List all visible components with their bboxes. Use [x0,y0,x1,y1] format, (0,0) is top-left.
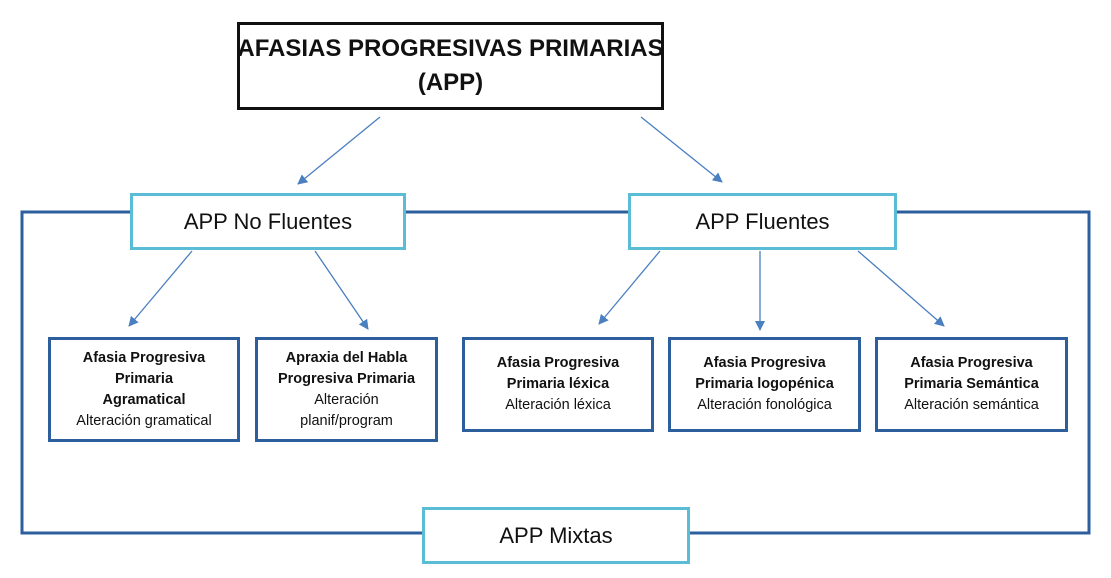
arrow-title-to-fluentes [640,116,723,183]
group-fluentes: APP Fluentes [628,193,897,250]
arrow-no-fluentes-to-agramatical [128,250,193,327]
subtype-title-line: Primaria logopénica [695,376,834,392]
group-mixtas-label: APP Mixtas [499,522,613,548]
subtype-description: Alteración léxica [505,397,611,413]
group-mixtas: APP Mixtas [422,507,690,564]
subtype-description: Alteración fonológica [697,397,832,413]
subtype-agramatical: Afasia Progresiva Primaria Agramatical A… [48,337,240,442]
subtype-description: Alteración [314,391,379,408]
group-fluentes-label: APP Fluentes [695,208,830,234]
subtype-title-line: Primaria Semántica [904,376,1039,392]
subtype-description: Alteración semántica [904,397,1039,413]
subtype-apraxia: Apraxia del Habla Progresiva Primaria Al… [255,337,438,442]
arrow-title-to-no-fluentes [297,116,381,185]
arrow-no-fluentes-to-apraxia [314,250,369,330]
outer-frame-line [690,210,1091,535]
subtype-title-line: Agramatical [102,391,186,408]
group-no-fluentes-label: APP No Fluentes [183,208,353,234]
subtype-title-line: Progresiva Primaria [277,370,416,387]
subtype-title-line: Apraxia del Habla [285,349,408,366]
subtype-title-line: Afasia Progresiva [496,355,620,371]
subtype-title-line: Primaria léxica [506,376,610,392]
arrow-fluentes-to-semantica [857,250,945,327]
arrow-fluentes-to-lexica [598,250,661,325]
title-line-1: AFASIAS PROGRESIVAS PRIMARIAS [237,35,664,62]
group-no-fluentes: APP No Fluentes [130,193,406,250]
subtype-title-line: Afasia Progresiva [910,355,1033,371]
subtype-title-line: Afasia Progresiva [82,349,206,366]
subtype-description: planif/program [300,412,393,429]
outer-frame-line [20,210,422,535]
subtype-semantica: Afasia Progresiva Primaria Semántica Alt… [875,337,1068,432]
title-line-2: (APP) [417,69,484,96]
subtype-description: Alteración gramatical [76,412,212,429]
subtype-logopenica: Afasia Progresiva Primaria logopénica Al… [668,337,861,432]
subtype-title-line: Afasia Progresiva [703,355,826,371]
subtype-title-line: Primaria [114,370,174,387]
subtype-lexica: Afasia Progresiva Primaria léxica Altera… [462,337,654,432]
title-box: AFASIAS PROGRESIVAS PRIMARIAS (APP) [237,22,664,110]
